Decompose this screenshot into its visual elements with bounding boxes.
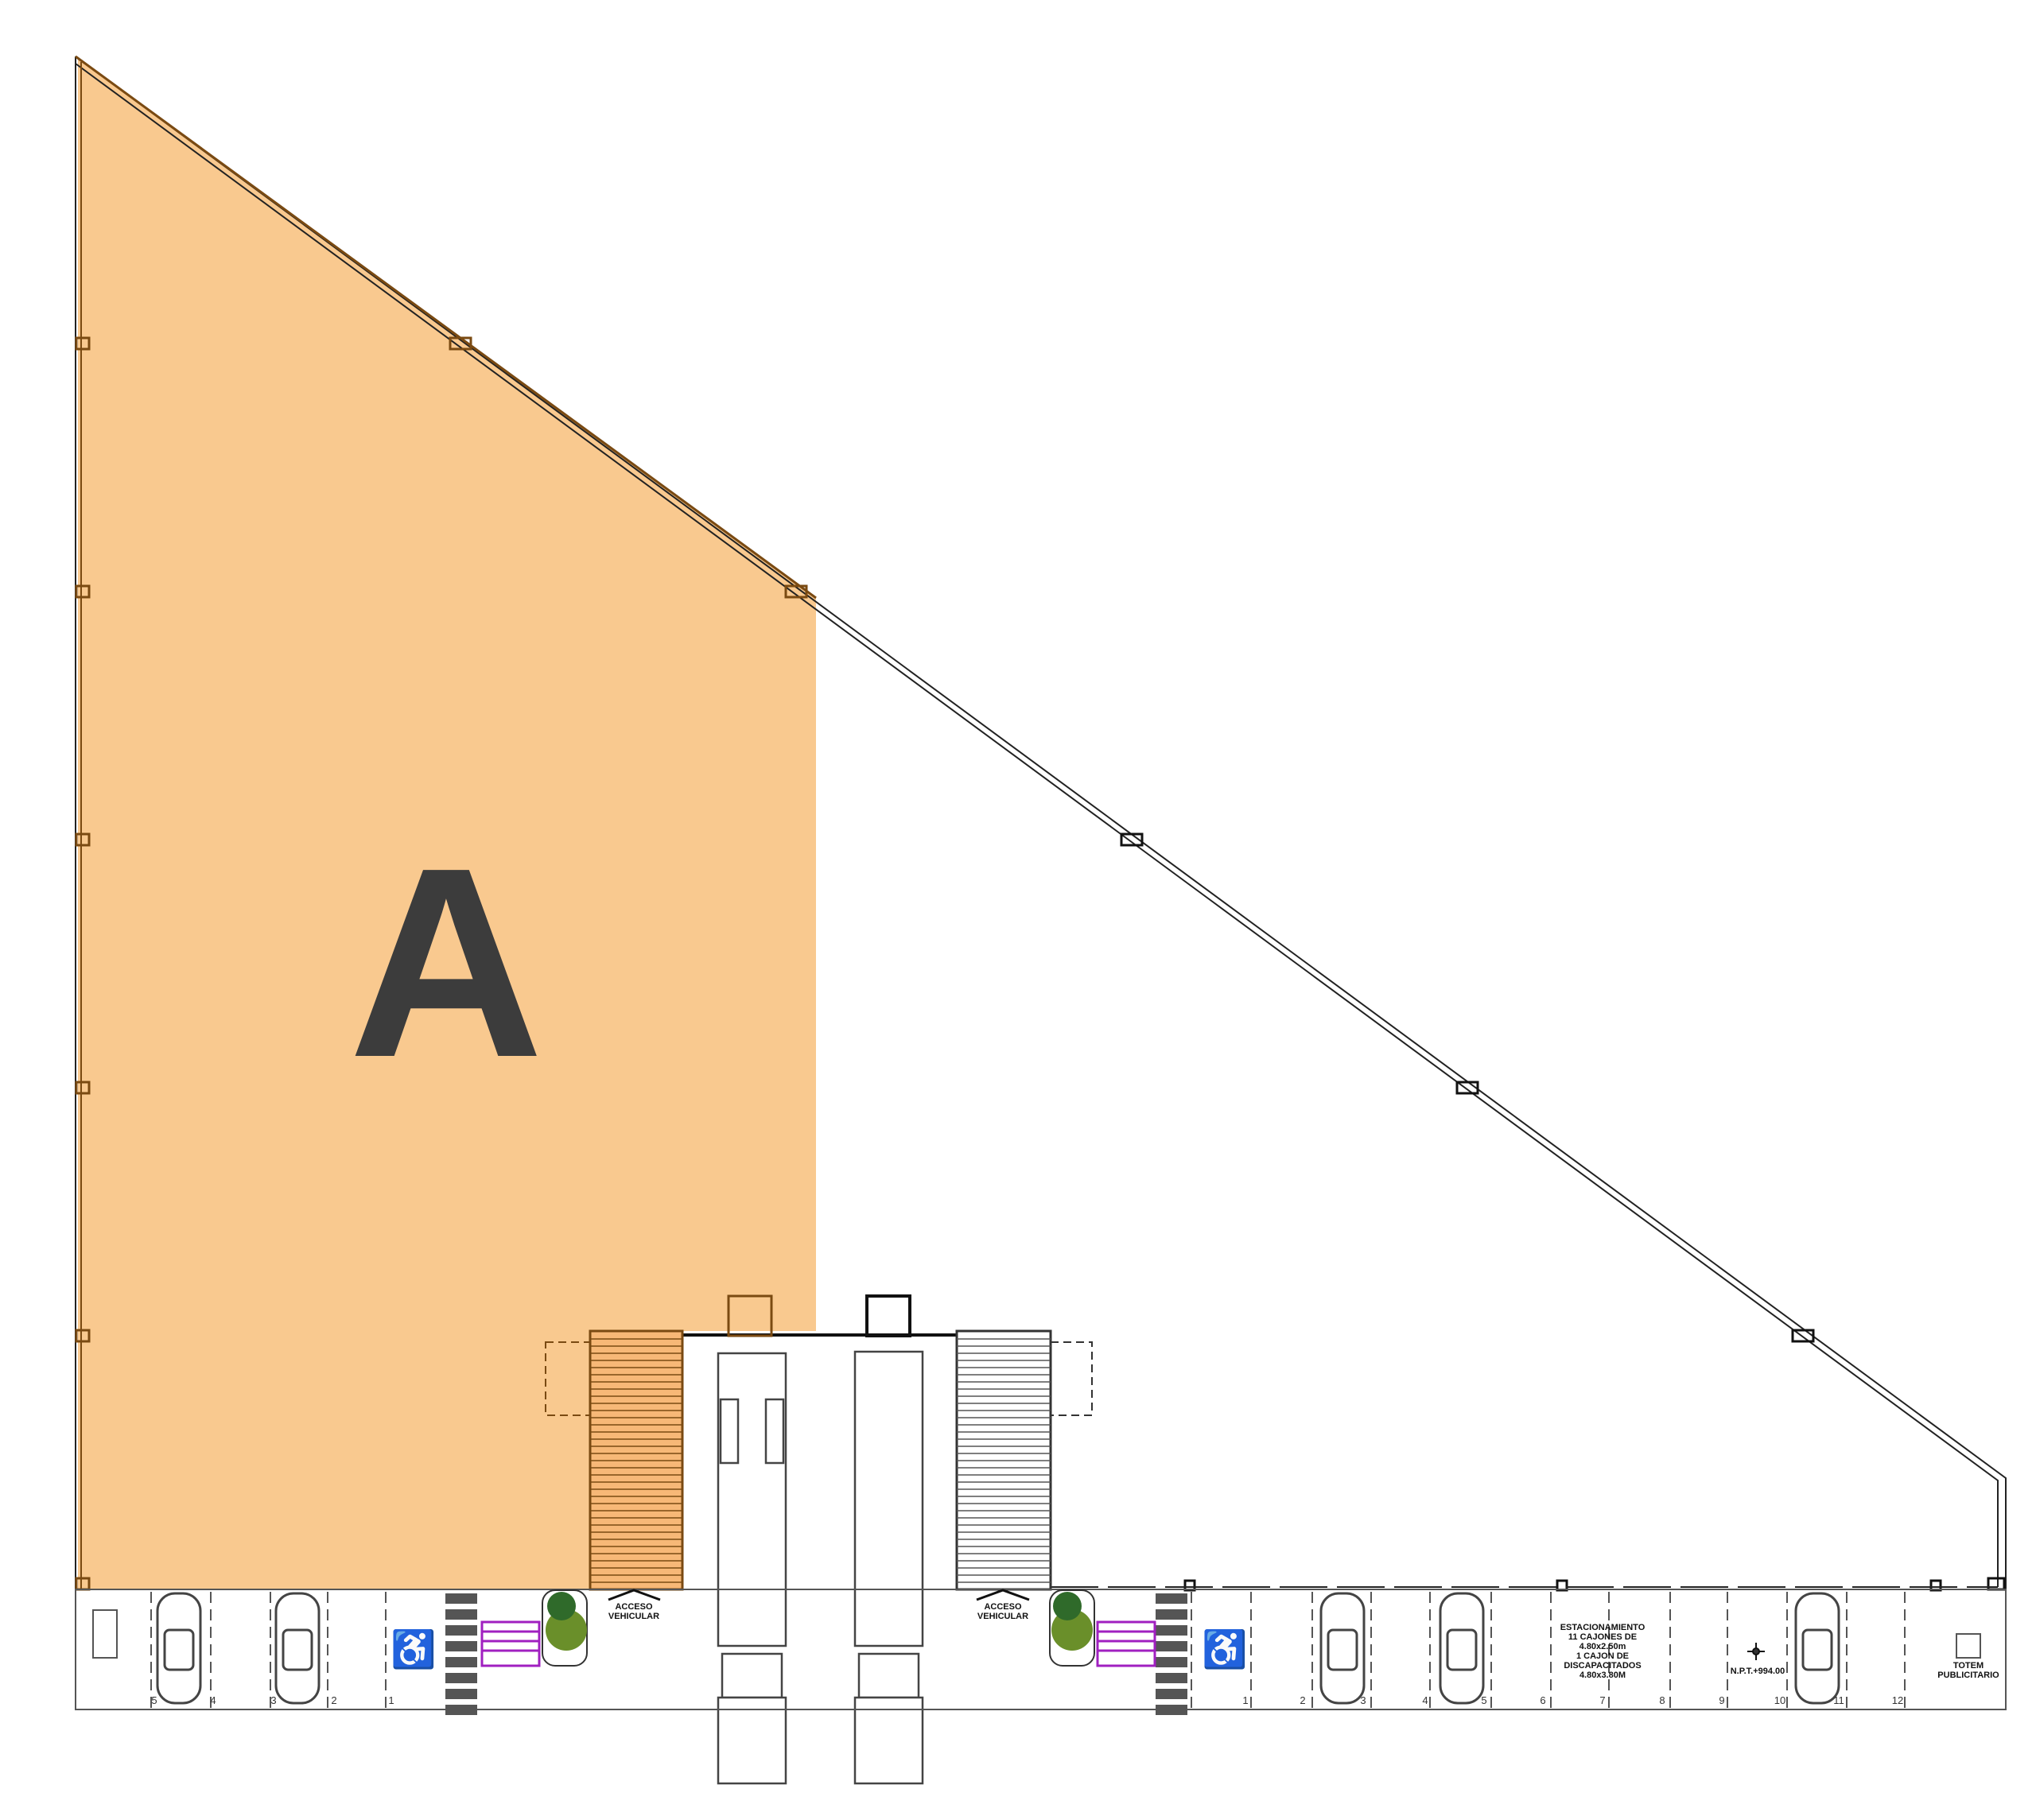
crosswalk-stripe [1156,1641,1187,1651]
level-mark: N.P.T.+994.00 [1731,1667,1785,1676]
totem-label-line2: PUBLICITARIO [1937,1671,1999,1680]
svg-text:4.80x3.80M: 4.80x3.80M [1579,1671,1626,1680]
stall-number: 5 [1481,1694,1486,1706]
access-arrow-icon [608,1589,661,1601]
stall-number: 4 [1422,1694,1428,1706]
crosswalk-stripe [1156,1625,1187,1636]
planter-right [1049,1589,1095,1667]
crosswalk-stripe [1156,1705,1187,1715]
stall-number: 2 [1300,1694,1305,1706]
totem-label-line1: TOTEM [1953,1661,1984,1671]
totem-box [1956,1633,1981,1659]
dock-b [865,1294,911,1337]
crosswalk-stripe [1156,1593,1187,1604]
crosswalk-stripe [445,1609,477,1620]
crosswalk-stripe [445,1641,477,1651]
car-icon [1319,1592,1366,1705]
stall-number: 8 [1659,1694,1665,1706]
svg-text:11 CAJONES DE: 11 CAJONES DE [1568,1632,1637,1642]
stall-number: 12 [1892,1694,1903,1706]
access-label-line2: VEHICULAR [608,1612,659,1621]
planter-left [542,1589,588,1667]
crosswalk-stripe [445,1705,477,1715]
columns-right [1120,832,2006,1592]
crosswalk-stripe [445,1673,477,1683]
crosswalk-stripe [1156,1657,1187,1667]
stall-number: 11 [1833,1694,1844,1706]
columns [75,336,808,1591]
crosswalk-stripe [445,1593,477,1604]
stall-number: 4 [210,1694,216,1706]
svg-text:1 CAJON DE: 1 CAJON DE [1576,1651,1629,1661]
truck-right [853,1350,924,1785]
parking-strip [75,1589,2007,1710]
utility-box [92,1609,118,1659]
zone-a-edge [75,55,817,600]
ramp-orange [545,1329,684,1591]
accessible-ramp-left [480,1620,541,1667]
stall-number: 1 [388,1694,394,1706]
svg-text:DISCAPACITADOS: DISCAPACITADOS [1564,1661,1641,1671]
access-label-line1: ACCESO [615,1602,653,1612]
parking-note: ESTACIONAMIENTO 11 CAJONES DE 4.80x2.50m… [1560,1623,1646,1680]
svg-text:ESTACIONAMIENTO: ESTACIONAMIENTO [1560,1623,1646,1632]
stall-number: 2 [331,1694,336,1706]
car-icon [274,1592,321,1705]
car-icon [1439,1592,1485,1705]
dock-a [727,1294,773,1337]
stall-number: 3 [1360,1694,1366,1706]
stall-number: 3 [270,1694,276,1706]
access-label-line1: ACCESO [984,1602,1022,1612]
car-icon [156,1592,202,1705]
zone-label: A [348,812,544,1114]
accessible-parking-icon: ♿ [1202,1628,1247,1671]
stall-number: 5 [151,1694,157,1706]
stall-number: 9 [1719,1694,1724,1706]
level-marker-icon [1747,1643,1765,1660]
crosswalk-stripe [445,1689,477,1699]
crosswalk-stripe [1156,1673,1187,1683]
stall-number: 6 [1540,1694,1545,1706]
stall-number: 10 [1774,1694,1785,1706]
svg-text:4.80x2.50m: 4.80x2.50m [1579,1642,1626,1651]
truck-left [717,1352,787,1785]
access-arrow-icon [976,1589,1030,1601]
crosswalk-stripe [445,1657,477,1667]
crosswalk-stripe [445,1625,477,1636]
accessible-ramp-right [1096,1620,1156,1667]
car-icon [1794,1592,1840,1705]
zone-a-area [78,59,816,1589]
access-label-line2: VEHICULAR [977,1612,1028,1621]
accessible-parking-icon: ♿ [390,1628,436,1671]
crosswalk-stripe [1156,1689,1187,1699]
stall-number: 7 [1599,1694,1605,1706]
crosswalk-stripe [1156,1609,1187,1620]
ramp-gray [955,1329,1093,1591]
stall-number: 1 [1242,1694,1248,1706]
